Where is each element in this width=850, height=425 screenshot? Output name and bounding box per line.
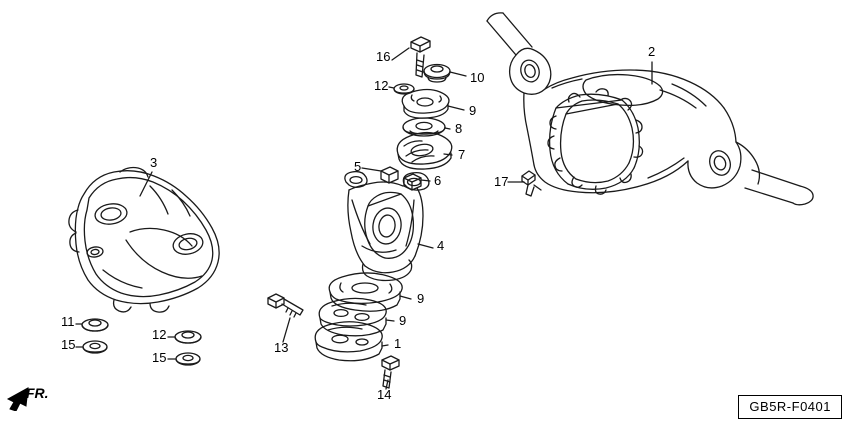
part-14a-bolt — [267, 293, 304, 318]
part-number-9b: 6 — [434, 173, 442, 188]
part-7-washer-plate — [402, 117, 446, 137]
part-number-11: 10 — [470, 70, 485, 85]
front-direction-label: FR. — [26, 385, 49, 401]
part-number-6: 7 — [458, 147, 466, 162]
part-number-13: 12 — [374, 78, 389, 93]
leader-5 — [399, 295, 412, 300]
leader-8 — [447, 105, 465, 111]
part-4-mount-bracket — [344, 170, 430, 282]
leader-4 — [417, 243, 434, 249]
part-number-10: 9 — [399, 313, 407, 328]
part-number-12a: 11 — [61, 314, 75, 329]
part-number-7: 8 — [455, 121, 463, 136]
part-number-14a: 13 — [274, 340, 289, 355]
part-17-bolt — [521, 170, 536, 197]
part-13-washer — [393, 83, 415, 95]
part-12b-grommet — [174, 330, 202, 344]
leader-16 — [391, 47, 410, 61]
part-number-12b: 12 — [152, 327, 167, 342]
part-number-9a: 5 — [354, 159, 362, 174]
part-12a-grommet — [81, 318, 109, 332]
leader-3 — [139, 171, 153, 197]
leader-14a — [282, 317, 291, 343]
leader-7 — [444, 127, 451, 130]
part-number-16: 16 — [376, 49, 391, 64]
part-9a-collar — [380, 166, 399, 184]
part-number-5: 9 — [417, 291, 425, 306]
part-number-3: 3 — [150, 155, 158, 170]
part-number-1: 1 — [394, 336, 402, 351]
part-1-lower-plate — [314, 321, 383, 362]
part-14b-bolt — [381, 355, 400, 389]
part-15b-washer — [175, 352, 201, 366]
leader-14b — [385, 379, 389, 390]
part-number-14b: 14 — [377, 387, 392, 402]
part-number-8: 9 — [469, 103, 477, 118]
diagram-code: GB5R-F0401 — [738, 395, 842, 419]
part-number-15b: 15 — [152, 350, 167, 365]
part-16-bolt — [410, 36, 431, 78]
part-11-collar — [423, 63, 451, 83]
leader-11 — [449, 71, 467, 77]
leader-6 — [443, 153, 453, 156]
leader-1 — [381, 344, 389, 347]
part-number-2: 2 — [648, 44, 656, 59]
part-6-mount-rubber — [396, 131, 453, 170]
part-9b-collar — [403, 173, 422, 191]
part-number-17: 17 — [494, 174, 509, 189]
leader-10 — [385, 319, 395, 322]
part-number-15a: 15 — [61, 337, 76, 352]
leader-13 — [388, 86, 395, 89]
front-direction-arrow-icon — [6, 387, 29, 411]
part-3-heat-shield-cover — [68, 166, 220, 313]
leader-9a — [361, 167, 382, 172]
part-15a-washer — [82, 340, 108, 354]
part-number-4: 4 — [437, 238, 445, 253]
part-2-rear-axle-housing — [486, 12, 814, 206]
